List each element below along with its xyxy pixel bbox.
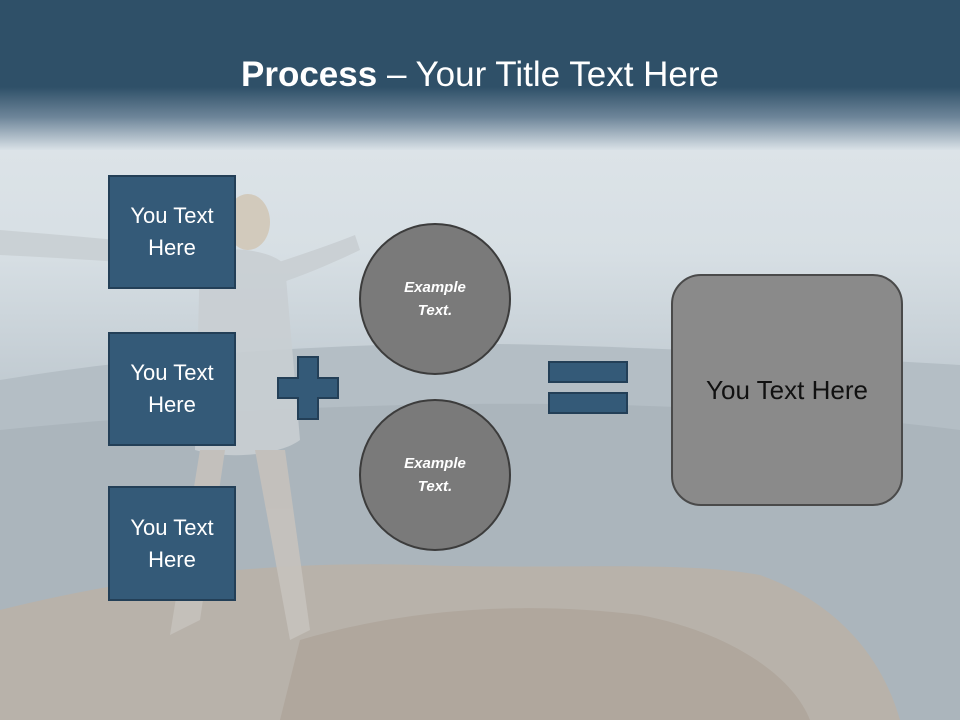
result-box[interactable]: You Text Here [671, 274, 903, 506]
page-title: Process – Your Title Text Here [0, 52, 960, 98]
example-circle-1[interactable]: Example Text. [359, 223, 511, 375]
step-box-3[interactable]: You Text Here [108, 486, 236, 601]
circle-label: Example Text. [404, 455, 466, 495]
circle-label: Example Text. [404, 279, 466, 319]
title-rest: – Your Title Text Here [377, 55, 719, 94]
step-box-label: You Text Here [130, 203, 214, 260]
result-label: You Text Here [706, 374, 868, 405]
plus-icon [277, 356, 339, 420]
equals-icon [548, 361, 628, 414]
step-box-label: You Text Here [130, 360, 214, 417]
header-band [0, 0, 960, 150]
step-box-2[interactable]: You Text Here [108, 332, 236, 446]
step-box-1[interactable]: You Text Here [108, 175, 236, 289]
example-circle-2[interactable]: Example Text. [359, 399, 511, 551]
title-bold: Process [241, 55, 378, 94]
step-box-label: You Text Here [130, 514, 214, 572]
